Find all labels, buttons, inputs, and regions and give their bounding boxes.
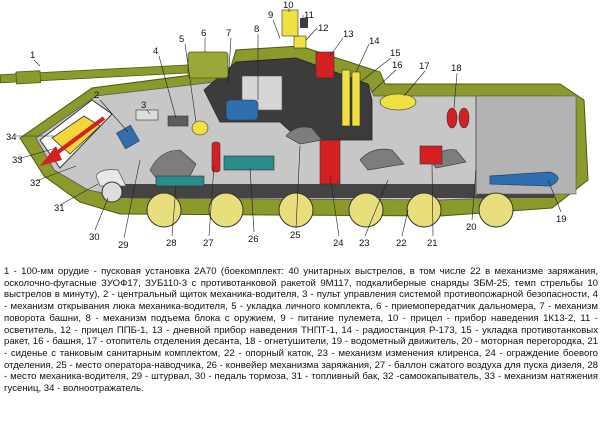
road-wheel-5 bbox=[406, 192, 442, 228]
callout-20: 20 bbox=[466, 222, 477, 233]
central-panel bbox=[116, 124, 140, 150]
callout-22: 22 bbox=[396, 238, 407, 249]
callout-28: 28 bbox=[166, 238, 177, 249]
callout-2: 2 bbox=[94, 90, 99, 101]
sight-1k13 bbox=[281, 9, 299, 37]
extinguisher-2 bbox=[458, 107, 470, 129]
road-wheels bbox=[146, 192, 514, 228]
extinguisher-1 bbox=[446, 107, 458, 129]
callout-5: 5 bbox=[179, 34, 184, 45]
callout-1: 1 bbox=[30, 50, 35, 61]
callout-17: 17 bbox=[419, 61, 430, 72]
floor-band bbox=[104, 184, 554, 198]
callout-29: 29 bbox=[118, 240, 129, 251]
road-wheel-6 bbox=[478, 192, 514, 228]
personal-kit bbox=[191, 120, 209, 136]
gun-muzzle bbox=[15, 70, 41, 85]
callout-labels: 1 2 3 4 5 6 7 8 9 10 11 12 13 14 15 16 1… bbox=[6, 0, 567, 251]
radio-station bbox=[315, 51, 335, 79]
missile-stowage-1 bbox=[341, 69, 351, 127]
callout-8: 8 bbox=[254, 24, 259, 35]
callout-19: 19 bbox=[556, 214, 567, 225]
callout-32: 32 bbox=[30, 178, 41, 189]
sanitary-kit bbox=[419, 145, 443, 165]
callout-21: 21 bbox=[427, 238, 438, 249]
air-bottle bbox=[211, 141, 221, 173]
driver-console bbox=[155, 175, 205, 187]
red-arrow-line bbox=[48, 116, 106, 160]
missile-stowage-2 bbox=[351, 71, 361, 127]
water-jet bbox=[489, 171, 559, 187]
callout-33: 33 bbox=[12, 155, 23, 166]
passenger-seat-1 bbox=[359, 148, 405, 171]
gun-mantlet bbox=[187, 51, 229, 79]
heater bbox=[379, 93, 417, 111]
vehicle-cutaway-diagram: 1 2 3 4 5 6 7 8 9 10 11 12 13 14 15 16 1… bbox=[0, 0, 589, 251]
fighting-compartment-fence bbox=[319, 139, 341, 185]
callout-31: 31 bbox=[54, 203, 65, 214]
callout-9: 9 bbox=[268, 10, 273, 21]
ammo-conveyor bbox=[223, 155, 275, 171]
callout-18: 18 bbox=[451, 63, 462, 74]
callout-26: 26 bbox=[248, 234, 259, 245]
callout-6: 6 bbox=[201, 28, 206, 39]
callout-11: 11 bbox=[304, 10, 314, 21]
blue-cylinder bbox=[225, 99, 259, 121]
callout-30: 30 bbox=[89, 232, 100, 243]
callout-27: 27 bbox=[203, 238, 214, 249]
red-arrow-head bbox=[40, 146, 62, 166]
gunner-seat bbox=[285, 126, 323, 145]
callout-3: 3 bbox=[141, 100, 146, 111]
road-wheel-4 bbox=[348, 192, 384, 228]
callout-leaders bbox=[16, 8, 562, 239]
callout-16: 16 bbox=[392, 60, 403, 71]
callout-10: 10 bbox=[283, 0, 294, 11]
idler-wheel bbox=[101, 181, 123, 203]
callout-23: 23 bbox=[359, 238, 370, 249]
road-wheel-1 bbox=[146, 192, 182, 228]
fire-control-panel bbox=[135, 109, 159, 121]
driver-seat bbox=[149, 149, 197, 179]
callout-34: 34 bbox=[6, 132, 17, 143]
road-wheel-2 bbox=[208, 192, 244, 228]
callout-13: 13 bbox=[343, 29, 354, 40]
callout-24: 24 bbox=[333, 238, 344, 249]
callout-7: 7 bbox=[226, 28, 231, 39]
callout-15: 15 bbox=[390, 48, 401, 59]
illuminator bbox=[300, 18, 308, 28]
callout-25: 25 bbox=[290, 230, 301, 241]
fuel-tank bbox=[95, 169, 127, 187]
sight-ppb bbox=[293, 35, 307, 49]
hatch-mechanism bbox=[167, 115, 189, 127]
legend-text: 1 - 100-мм орудие - пусковая установка 2… bbox=[4, 266, 598, 395]
callout-12: 12 bbox=[318, 23, 329, 34]
callout-4: 4 bbox=[153, 46, 158, 57]
callout-14: 14 bbox=[369, 36, 380, 47]
